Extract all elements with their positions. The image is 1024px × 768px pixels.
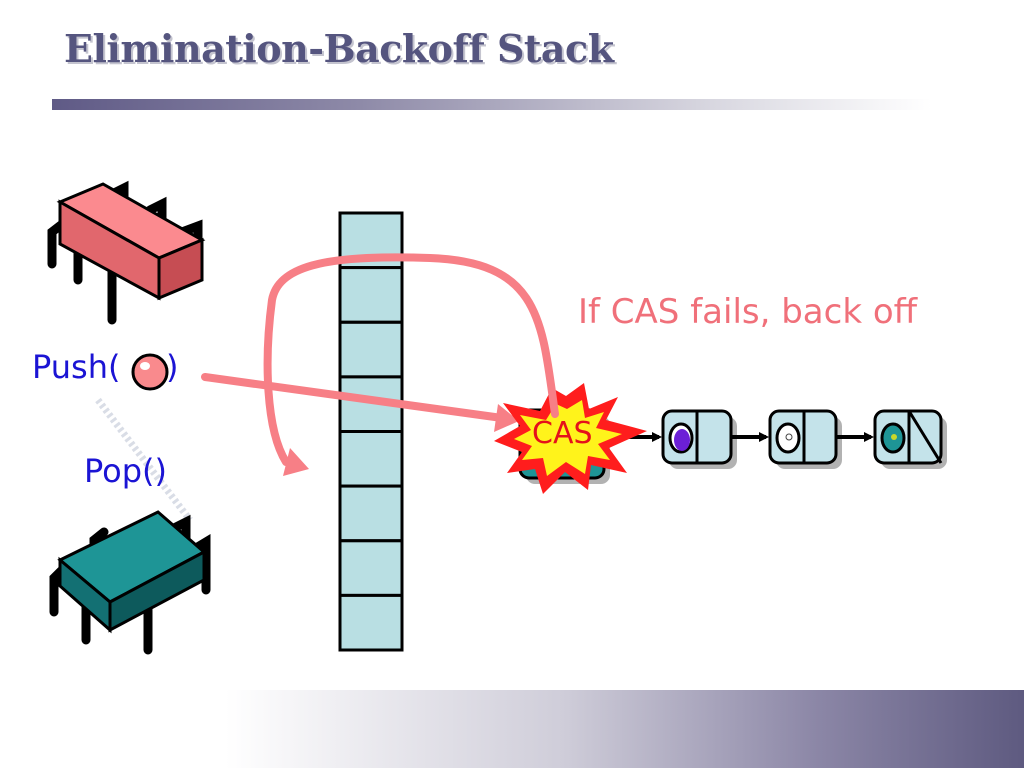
stack-node	[661, 409, 737, 469]
elimination-array	[338, 211, 404, 652]
stack-node-bottom	[873, 409, 947, 469]
elimination-array-slot	[338, 320, 404, 379]
backoff-arrow	[263, 253, 559, 476]
footer-band	[0, 690, 1024, 768]
elimination-array-slot	[338, 593, 404, 652]
elimination-array-slot	[338, 430, 404, 488]
push-arrow	[201, 373, 519, 432]
cas-label: CAS	[532, 416, 593, 451]
push-label-close: )	[166, 348, 179, 386]
elimination-array-slot	[338, 266, 404, 324]
pop-label: Pop()	[84, 452, 168, 490]
stack-node	[768, 409, 842, 469]
elimination-array-slot	[338, 484, 404, 543]
thread-connector	[95, 397, 193, 523]
elimination-array-slot	[338, 539, 404, 597]
push-item-ball-icon	[131, 353, 169, 391]
push-thread-chip-icon	[47, 180, 206, 325]
page-title: Elimination-Backoff Stack	[64, 26, 614, 71]
pop-thread-chip-icon	[49, 510, 211, 655]
title-divider	[52, 99, 932, 110]
backoff-annotation: If CAS fails, back off	[578, 292, 918, 332]
push-label: Push(	[32, 348, 121, 386]
cas-burst-core	[514, 400, 622, 476]
